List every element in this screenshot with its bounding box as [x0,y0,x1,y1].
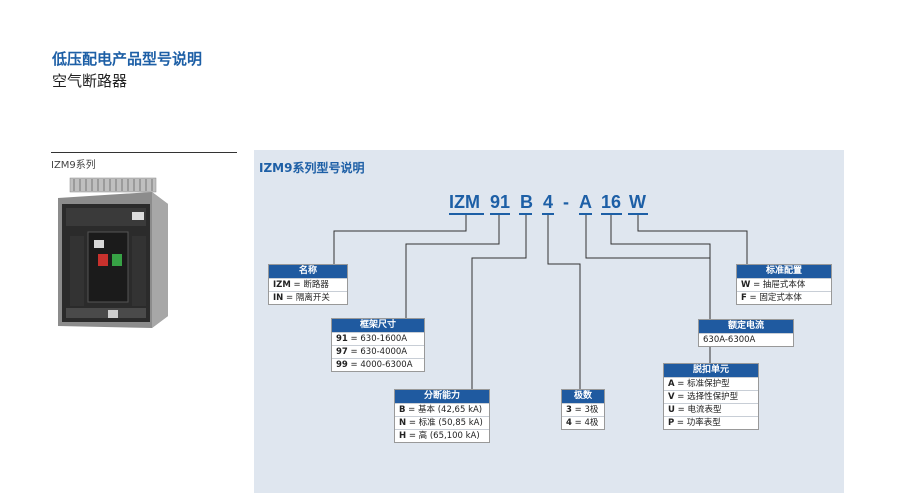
page-title: 低压配电产品型号说明 [52,50,203,68]
box-header: 脱扣单元 [664,364,758,377]
box-row: H = 高 (65,100 kA) [395,429,489,442]
code-part-frame: 91 [490,192,511,212]
breaker-product-image [48,176,174,332]
code-part-trip: A [579,192,592,212]
box-header: 极数 [562,390,604,403]
code-underline [490,213,510,215]
box-row: B = 基本 (42,65 kA) [395,403,489,416]
box-header: 框架尺寸 [332,319,424,332]
code-underline [542,213,554,215]
frame-size-box: 框架尺寸 91 = 630-1600A 97 = 630-4000A 99 = … [331,318,425,372]
series-label: IZM9系列 [51,160,96,171]
box-row: A = 标准保护型 [664,377,758,390]
box-row: 97 = 630-4000A [332,345,424,358]
code-part-izm: IZM [449,192,480,212]
code-part-dash: - [563,192,569,212]
box-row: V = 选择性保护型 [664,390,758,403]
box-row: 630A-6300A [699,333,793,346]
box-row: 4 = 4极 [562,416,604,429]
box-row: P = 功率表型 [664,416,758,429]
box-row: F = 固定式本体 [737,291,831,304]
box-header: 名称 [269,265,347,278]
code-part-config: W [629,192,646,212]
breaking-capacity-box: 分断能力 B = 基本 (42,65 kA) N = 标准 (50,85 kA)… [394,389,490,443]
code-part-rated: 16 [601,192,622,212]
standard-config-box: 标准配置 W = 抽屉式本体 F = 固定式本体 [736,264,832,305]
box-row: N = 标准 (50,85 kA) [395,416,489,429]
poles-box: 极数 3 = 3极 4 = 4极 [561,389,605,430]
box-row: 3 = 3极 [562,403,604,416]
code-underline [519,213,532,215]
divider [51,152,237,153]
code-underline [579,213,592,215]
box-row: 99 = 4000-6300A [332,358,424,371]
box-row: IN = 隔离开关 [269,291,347,304]
box-header: 分断能力 [395,390,489,403]
code-part-breaking: B [520,192,533,212]
code-underline [601,213,622,215]
rated-current-box: 额定电流 630A-6300A [698,319,794,347]
name-box: 名称 IZM = 断路器 IN = 隔离开关 [268,264,348,305]
box-header: 额定电流 [699,320,793,333]
trip-unit-box: 脱扣单元 A = 标准保护型 V = 选择性保护型 U = 电流表型 P = 功… [663,363,759,430]
code-underline [449,213,484,215]
page-subtitle: 空气断路器 [52,72,128,90]
code-underline [628,213,648,215]
box-row: U = 电流表型 [664,403,758,416]
box-row: IZM = 断路器 [269,278,347,291]
box-header: 标准配置 [737,265,831,278]
box-row: 91 = 630-1600A [332,332,424,345]
box-row: W = 抽屉式本体 [737,278,831,291]
panel-title: IZM9系列型号说明 [259,161,365,175]
code-part-poles: 4 [543,192,554,212]
